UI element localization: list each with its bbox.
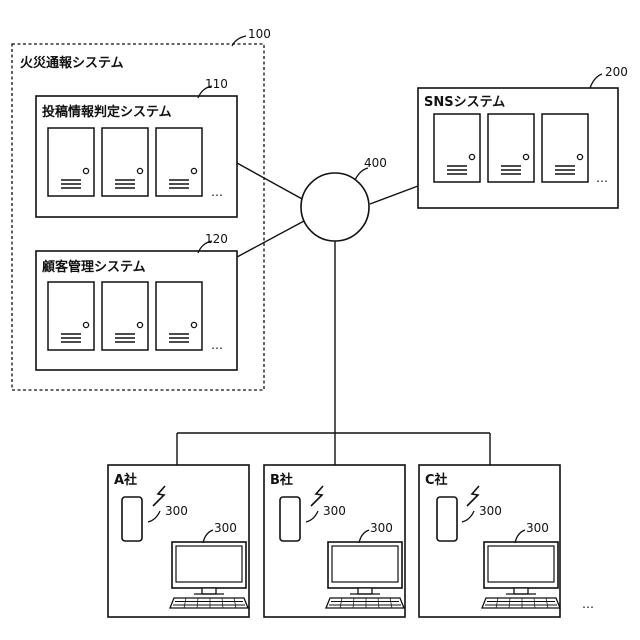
- pc-ref-number: 300: [214, 521, 237, 535]
- customer-management-system: 顧客管理システム 120 …: [36, 232, 237, 370]
- ref-number-200: 200: [605, 65, 628, 79]
- ref-number-400: 400: [364, 156, 387, 170]
- phone-ref-number: 300: [323, 504, 346, 518]
- computer-icon: [326, 542, 404, 608]
- sns-system: SNSシステム 200 …: [418, 65, 628, 208]
- server-icon: [48, 128, 94, 196]
- company-name: C社: [425, 472, 448, 488]
- phone-ref-number: 300: [165, 504, 188, 518]
- company-name: A社: [114, 472, 137, 488]
- server-icon: [488, 114, 534, 182]
- fire-report-system: 火災通報システム 100 投稿情報判定システム 110 … 顧客管理システム 1…: [12, 27, 271, 390]
- companies-ellipsis: …: [582, 597, 594, 611]
- ellipsis: …: [211, 185, 223, 199]
- server-icon: [156, 282, 202, 350]
- connection-line: [370, 186, 418, 204]
- phone-ref-number: 300: [479, 504, 502, 518]
- phone-icon: [280, 497, 300, 541]
- pc-ref-number: 300: [370, 521, 393, 535]
- computer-icon: [170, 542, 248, 608]
- connection-line: [237, 221, 304, 257]
- ref-number-100: 100: [248, 27, 271, 41]
- server-icon: [48, 282, 94, 350]
- pc-ref-number: 300: [526, 521, 549, 535]
- ref-number-120: 120: [205, 232, 228, 246]
- sns-system-title: SNSシステム: [424, 95, 505, 110]
- network-circle: [301, 173, 369, 241]
- ellipsis: …: [211, 338, 223, 352]
- company-name: B社: [270, 472, 293, 488]
- company-bus: [177, 433, 490, 465]
- ellipsis: …: [596, 171, 608, 185]
- post-judgment-system: 投稿情報判定システム 110 …: [36, 77, 237, 217]
- phone-icon: [122, 497, 142, 541]
- phone-icon: [437, 497, 457, 541]
- fire-report-system-title: 火災通報システム: [20, 55, 124, 71]
- company-b: B社 300 300: [264, 465, 405, 617]
- server-icon: [102, 282, 148, 350]
- connection-line: [237, 163, 304, 200]
- customer-management-system-title: 顧客管理システム: [42, 259, 146, 275]
- ref-number-110: 110: [205, 77, 228, 91]
- company-a: A社 300 300: [108, 465, 249, 617]
- computer-icon: [482, 542, 560, 608]
- ref-leader-200: [590, 74, 602, 88]
- post-judgment-system-title: 投稿情報判定システム: [42, 104, 172, 120]
- server-icon: [156, 128, 202, 196]
- company-c: C社 300 300: [419, 465, 560, 617]
- server-icon: [434, 114, 480, 182]
- server-icon: [542, 114, 588, 182]
- server-icon: [102, 128, 148, 196]
